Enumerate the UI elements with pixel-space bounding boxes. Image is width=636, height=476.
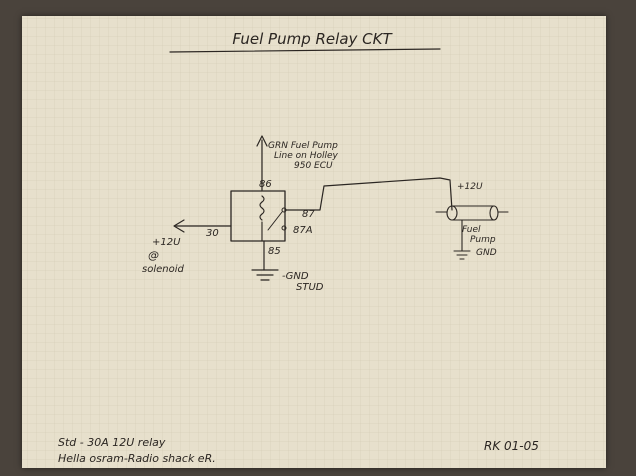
gnd-pump-label: GND	[476, 248, 497, 258]
solenoid-label: solenoid	[142, 264, 184, 275]
relay-box	[230, 190, 286, 242]
plus-12v-pump-label: +12U	[457, 182, 483, 192]
pin-30-label: 30	[206, 228, 219, 239]
pin-85-label: 85	[268, 246, 281, 257]
note-line2: Hella osram-Radio shack eR.	[58, 452, 216, 465]
grn-wire-arrow	[256, 135, 268, 147]
pump-label: Pump	[470, 235, 496, 245]
grn-label-line1: GRN Fuel Pump	[268, 141, 338, 151]
grid-lines	[22, 16, 606, 468]
relay-coil-icon	[259, 195, 265, 221]
pin-87-label: 87	[302, 209, 315, 220]
note-line1: Std - 30A 12U relay	[58, 436, 166, 449]
grn-label-line3: 950 ECU	[294, 161, 333, 171]
title-underline	[169, 48, 441, 53]
gnd-stud-label2: STUD	[296, 282, 324, 293]
diagram-title: Fuel Pump Relay CKT	[232, 30, 393, 48]
pin-87a-label: 87A	[293, 225, 313, 236]
gnd-stud-label1: -GND	[282, 271, 309, 282]
fuel-pump-end-right	[489, 205, 499, 221]
at-symbol: @	[148, 249, 159, 262]
switch-arm	[267, 211, 283, 231]
pin-30-arrow	[173, 219, 185, 233]
contact-87a-icon	[281, 225, 287, 231]
plus-12v-left-label: +12U	[152, 237, 181, 248]
pin-87-wire	[285, 177, 453, 211]
pin-86-label: 86	[259, 179, 272, 190]
fuel-label: Fuel	[462, 225, 481, 235]
signature: RK 01-05	[484, 439, 539, 453]
grn-label-line2: Line on Holley	[274, 151, 339, 161]
